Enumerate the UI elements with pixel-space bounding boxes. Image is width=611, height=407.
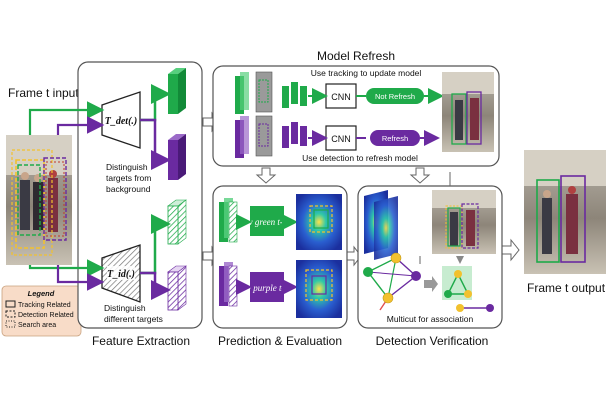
- cnn-box-top: [325, 83, 357, 109]
- refresh-result-image: [442, 72, 494, 152]
- input-frame-image: [6, 135, 72, 265]
- not-refresh-pill: [366, 88, 424, 104]
- pred-green-layers: [219, 198, 238, 243]
- green-response-map: [296, 194, 342, 250]
- legend-dashed-swatch: [5, 310, 16, 318]
- frame-output-label: Frame t output: [527, 281, 606, 295]
- id-feature-purple: [167, 265, 187, 311]
- det-feature-purple: [168, 134, 186, 180]
- pred-purple-layers: [219, 262, 238, 307]
- verification-heatmaps: [364, 190, 398, 260]
- purple-response-map: [296, 260, 342, 318]
- multicut-caption: Multicut for association: [387, 314, 474, 324]
- det-caption-line2: targets from: [106, 173, 151, 183]
- det-caption-line1: Distinguish: [106, 162, 148, 172]
- tdet-label: T_det(.): [105, 116, 138, 127]
- refresh-top-caption: Use tracking to update model: [311, 68, 422, 78]
- refresh-green-layers: [235, 71, 307, 114]
- w-purple-label: w purple t-1: [245, 283, 289, 293]
- id-caption-line1: Distinguish: [104, 303, 146, 313]
- w-purple-box: [250, 272, 284, 302]
- legend: Legend Tracking Related Detection Relate…: [1, 285, 82, 337]
- model-refresh-label: Model Refresh: [317, 49, 395, 63]
- det-feature-green: [168, 68, 186, 114]
- feature-extraction-label: Feature Extraction: [92, 334, 190, 348]
- id-feature-green: [167, 199, 187, 245]
- legend-item-search: Search area: [18, 322, 56, 329]
- legend-item-tracking: Tracking Related: [18, 302, 71, 309]
- legend-item-detection: Detection Related: [18, 312, 74, 319]
- w-green-label: w green t-1: [247, 217, 288, 227]
- det-caption-line3: background: [106, 184, 151, 194]
- legend-title: Legend: [28, 289, 55, 298]
- multicut-graph: [363, 252, 421, 311]
- detection-verification-label: Detection Verification: [376, 334, 489, 348]
- prediction-evaluation-label: Prediction & Evaluation: [218, 334, 342, 348]
- not-refresh-label: Not Refresh: [375, 92, 415, 101]
- legend-solid-swatch: [5, 300, 16, 308]
- verification-frame-image: [432, 190, 496, 254]
- tid-label: T_id(.): [107, 269, 135, 280]
- w-green-box: [250, 206, 284, 236]
- refresh-purple-layers: [235, 115, 307, 158]
- refresh-bottom-caption: Use detection to refresh model: [302, 153, 418, 163]
- refresh-label: Refresh: [382, 134, 408, 143]
- refresh-pill: [370, 130, 420, 146]
- id-caption-line2: different targets: [104, 314, 163, 324]
- cnn-label-bottom: CNN: [331, 134, 351, 144]
- frame-input-label: Frame t input: [8, 86, 79, 100]
- output-frame-image: [524, 150, 606, 274]
- multicut-result: [442, 266, 494, 312]
- cnn-label-top: CNN: [331, 92, 351, 102]
